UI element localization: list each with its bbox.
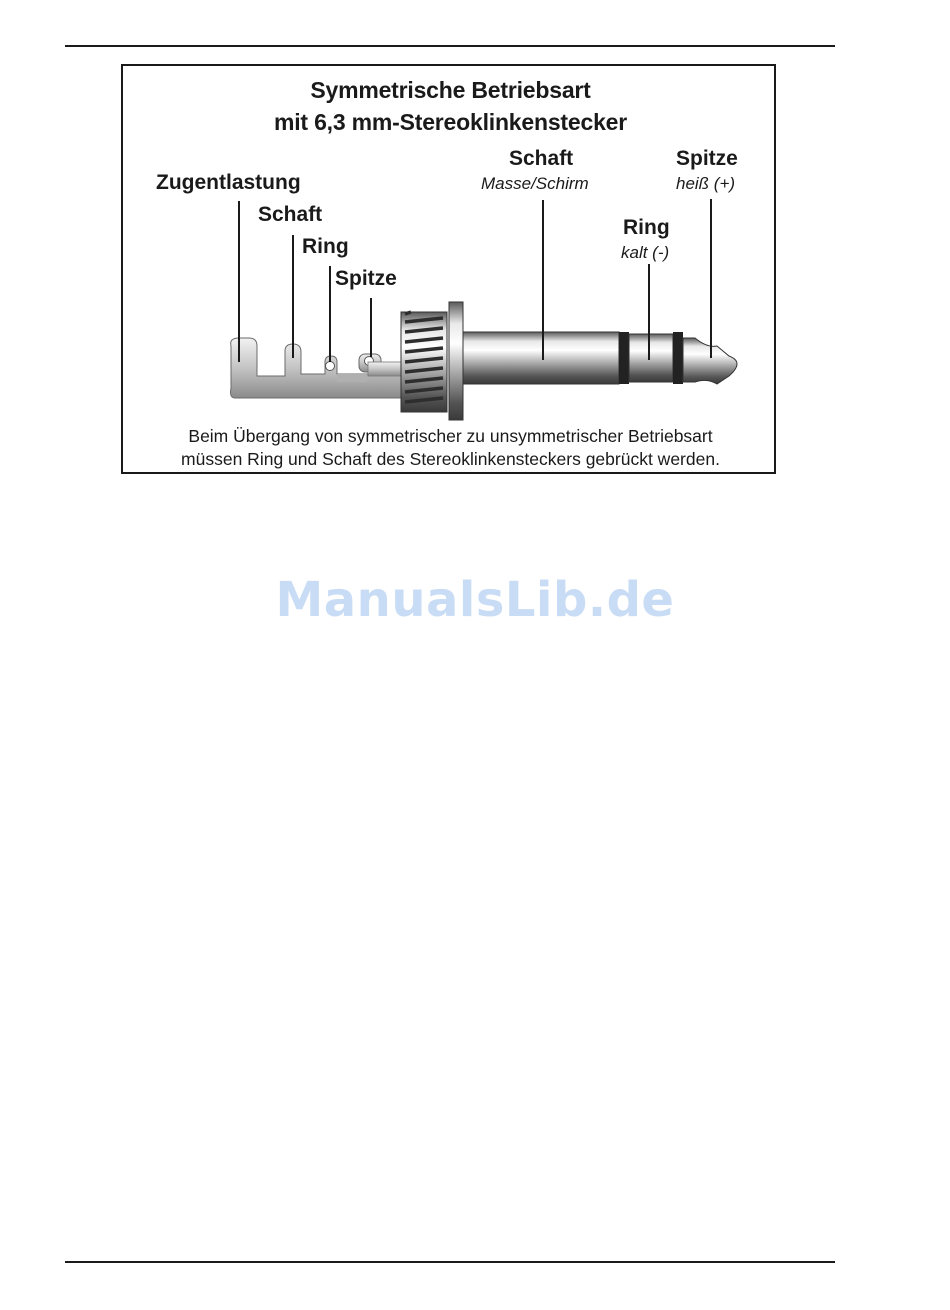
label-spitze-terminal: Spitze	[335, 267, 397, 291]
label-ring-terminal: Ring	[302, 235, 349, 259]
flange	[449, 302, 463, 420]
solder-terminals	[231, 338, 414, 398]
figure-title-line1: Symmetrische Betriebsart	[123, 77, 778, 104]
sleeve-section	[463, 332, 619, 384]
label-ring-plug: Ring	[623, 216, 670, 240]
label-schaft-plug: Schaft	[509, 147, 573, 171]
bottom-rule	[65, 1261, 835, 1263]
insulator-ring	[619, 332, 629, 384]
jack-plug-figure: Symmetrische Betriebsart mit 6,3 mm-Ster…	[121, 64, 776, 474]
label-zugentlastung: Zugentlastung	[156, 171, 301, 195]
top-rule	[65, 45, 835, 47]
label-ring-plug-sub: kalt (-)	[621, 243, 669, 263]
label-schaft-plug-sub: Masse/Schirm	[481, 174, 589, 194]
figure-title-line2: mit 6,3 mm-Stereoklinkenstecker	[123, 109, 778, 136]
insulator-ring	[673, 332, 683, 384]
label-spitze-plug: Spitze	[676, 147, 738, 171]
caption-line1: Beim Übergang von symmetrischer zu unsym…	[123, 425, 778, 448]
caption-line2: müssen Ring und Schaft des Stereoklinken…	[123, 448, 778, 471]
threaded-bushing	[401, 312, 447, 412]
ring-section	[629, 334, 673, 382]
label-schaft-terminal: Schaft	[258, 203, 322, 227]
watermark: ManualsLib.de	[0, 572, 950, 628]
label-spitze-plug-sub: heiß (+)	[676, 174, 735, 194]
